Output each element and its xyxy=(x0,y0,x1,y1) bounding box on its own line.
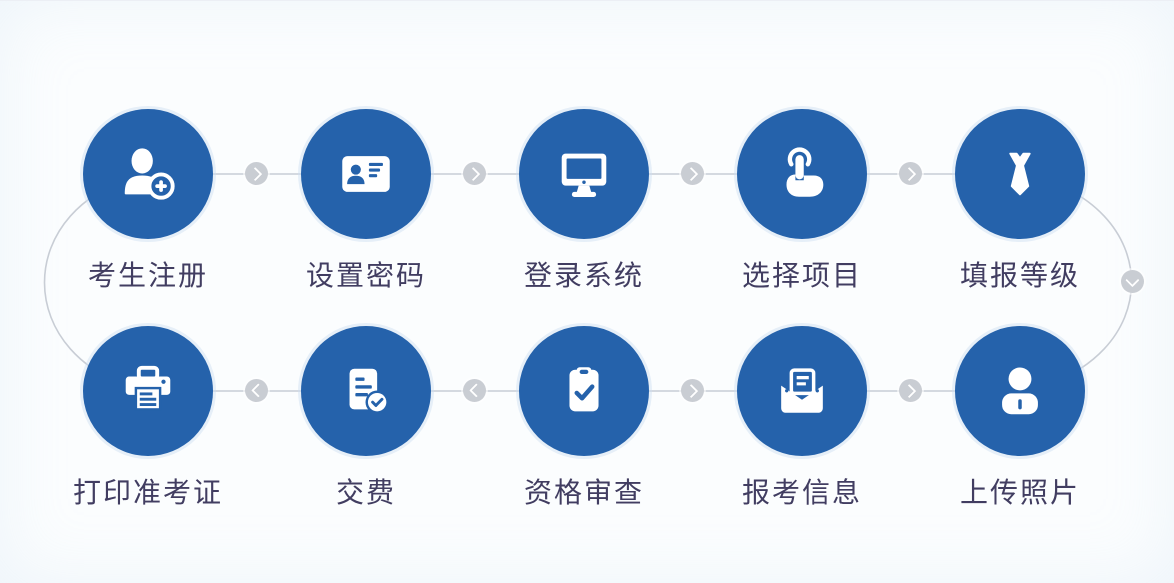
chevron-right-icon xyxy=(248,166,262,181)
chevron-left-icon xyxy=(251,383,265,398)
document-check-icon xyxy=(349,368,389,414)
login-circle xyxy=(519,109,649,239)
step-label: 填报等级 xyxy=(959,259,1080,292)
upload-photo-circle xyxy=(955,326,1085,456)
fill-level-circle xyxy=(955,109,1085,239)
step-print-ticket: 打印准考证 xyxy=(39,326,257,510)
step-application-info: 报考信息 xyxy=(693,326,911,510)
chevron-right-icon xyxy=(684,166,698,181)
chevron-left-badge xyxy=(463,379,486,402)
step-qualification-review: 资格审查 xyxy=(475,326,693,510)
chevron-down-icon xyxy=(1125,273,1140,287)
pay-fee-circle xyxy=(301,326,431,456)
set-password-circle xyxy=(301,109,431,239)
chevron-right-icon xyxy=(902,383,916,398)
register-circle xyxy=(83,109,213,239)
step-label: 打印准考证 xyxy=(72,476,223,509)
step-label: 登录系统 xyxy=(523,259,644,292)
person-icon xyxy=(1002,367,1038,415)
mail-icon xyxy=(781,368,823,413)
tie-icon xyxy=(1009,152,1031,196)
chevron-down-badge xyxy=(1121,270,1144,293)
step-set-password: 设置密码 xyxy=(257,109,475,293)
chevron-right-badge xyxy=(899,379,922,402)
step-login: 登录系统 xyxy=(475,109,693,293)
printer-icon xyxy=(125,365,171,411)
chevron-right-badge xyxy=(899,162,922,185)
select-project-circle xyxy=(737,109,867,239)
step-register: 考生注册 xyxy=(39,109,257,293)
qualification-review-circle xyxy=(519,326,649,456)
chevron-right-icon xyxy=(902,166,916,181)
chevron-right-icon xyxy=(466,166,480,181)
step-upload-photo: 上传照片 xyxy=(911,326,1129,510)
chevron-right-badge xyxy=(681,162,704,185)
step-label: 交费 xyxy=(335,476,396,509)
step-label: 上传照片 xyxy=(959,476,1080,509)
step-label: 报考信息 xyxy=(741,476,862,509)
step-select-project: 选择项目 xyxy=(693,109,911,293)
chevron-right-badge xyxy=(681,379,704,402)
step-fill-level: 填报等级 xyxy=(911,109,1129,293)
step-label: 设置密码 xyxy=(305,259,426,292)
chevron-left-icon xyxy=(469,383,483,398)
clipboard-check-icon xyxy=(569,367,599,412)
step-label: 选择项目 xyxy=(741,259,862,292)
application-info-circle xyxy=(737,326,867,456)
tap-icon xyxy=(786,147,824,197)
monitor-icon xyxy=(561,153,607,197)
step-pay-fee: 交费 xyxy=(257,326,475,510)
step-label: 资格审查 xyxy=(523,476,644,509)
user-add-icon xyxy=(124,148,175,200)
chevron-right-icon xyxy=(684,383,698,398)
chevron-right-badge xyxy=(245,162,268,185)
chevron-left-badge xyxy=(245,379,268,402)
print-ticket-circle xyxy=(83,326,213,456)
step-label: 考生注册 xyxy=(87,259,208,292)
chevron-right-badge xyxy=(463,162,486,185)
id-card-icon xyxy=(342,156,390,192)
